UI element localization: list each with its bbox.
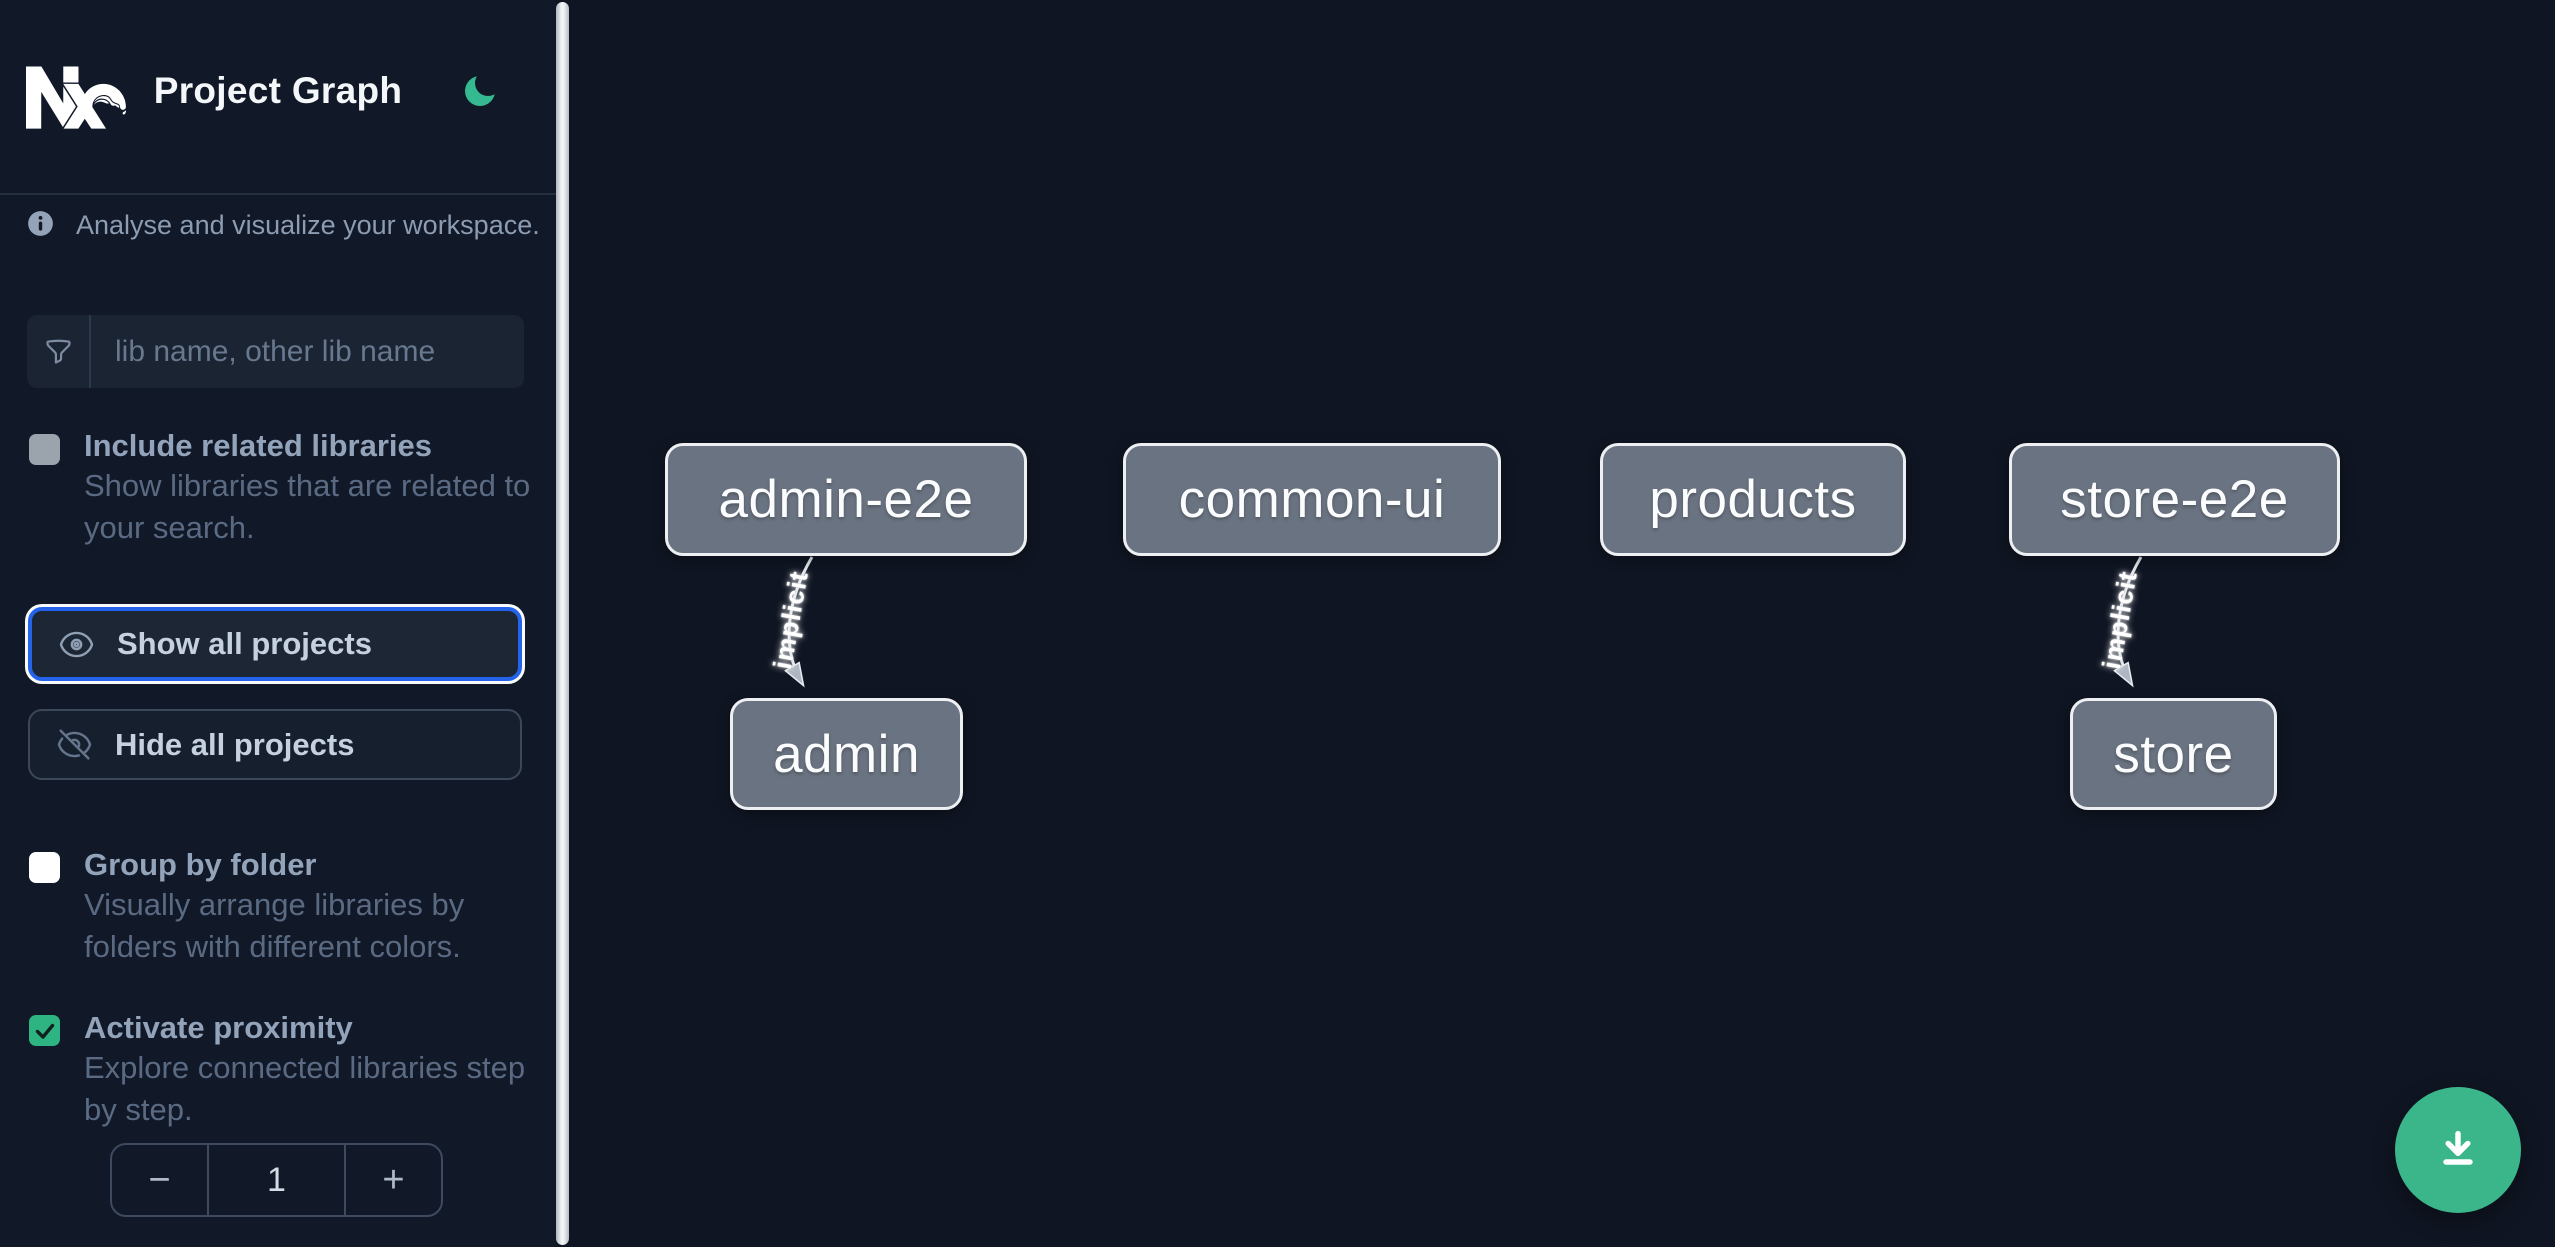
page-title: Project Graph — [153, 70, 403, 111]
edge-label-store-e2e-store[interactable]: implicit — [2096, 568, 2143, 672]
include-related-label: Include related libraries — [84, 428, 433, 463]
checkmark-icon — [35, 1023, 54, 1039]
graph-node-store[interactable]: store — [2070, 698, 2277, 810]
show-all-projects-button[interactable]: Show all projects — [28, 607, 522, 681]
funnel-cell — [27, 315, 91, 388]
header-divider — [0, 193, 556, 195]
graph-node-store-e2e[interactable]: store-e2e — [2009, 443, 2340, 556]
activate-proximity-description: Explore connected libraries step by step… — [84, 1050, 526, 1127]
search-input[interactable] — [91, 315, 524, 388]
graph-node-admin-e2e[interactable]: admin-e2e — [665, 443, 1027, 556]
graph-node-common-ui[interactable]: common-ui — [1123, 443, 1501, 556]
depth-value: 1 — [207, 1145, 346, 1215]
info-icon — [28, 211, 53, 236]
group-by-folder-description: Visually arrange libraries by folders wi… — [84, 887, 465, 964]
activate-proximity-checkbox[interactable] — [29, 1015, 60, 1046]
hide-all-projects-label: Hide all projects — [115, 726, 355, 762]
increment-button[interactable]: + — [382, 1158, 405, 1201]
graph-canvas[interactable] — [569, 0, 2555, 1247]
edge-label-admin-e2e-admin[interactable]: implicit — [767, 568, 814, 672]
hide-all-projects-button[interactable]: Hide all projects — [28, 709, 522, 780]
dark-mode-toggle[interactable] — [460, 68, 504, 112]
download-icon — [2443, 1130, 2473, 1165]
save-image-fab[interactable] — [2395, 1087, 2521, 1213]
show-all-projects-label: Show all projects — [117, 626, 372, 661]
group-by-folder-label: Group by folder — [84, 847, 317, 882]
sidebar: Project Graph Analyse and visualize your… — [0, 0, 556, 1247]
group-by-folder-checkbox[interactable] — [29, 852, 60, 883]
eye-icon — [59, 631, 94, 657]
decrement-button[interactable]: − — [148, 1158, 171, 1201]
sidebar-scrollbar[interactable] — [556, 2, 569, 1245]
tagline: Analyse and visualize your workspace. — [76, 210, 540, 240]
include-related-description: Show libraries that are related to your … — [84, 468, 531, 545]
proximity-depth-stepper: − 1 + — [110, 1143, 443, 1217]
funnel-icon — [45, 339, 71, 364]
moon-icon — [465, 70, 501, 106]
include-related-checkbox[interactable] — [29, 434, 60, 465]
graph-node-admin[interactable]: admin — [730, 698, 963, 810]
activate-proximity-label: Activate proximity — [84, 1010, 353, 1045]
search-box — [27, 315, 524, 388]
nx-logo — [26, 66, 126, 129]
graph-node-products[interactable]: products — [1600, 443, 1906, 556]
eye-slash-icon — [57, 729, 92, 760]
